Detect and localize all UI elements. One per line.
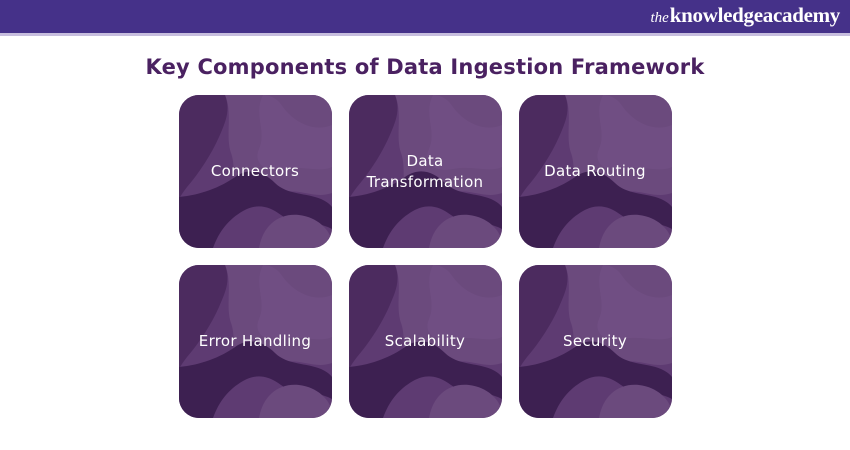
card-label: Scalability bbox=[384, 332, 466, 351]
page-title: Key Components of Data Ingestion Framewo… bbox=[145, 55, 705, 79]
card-label: Data Transformation bbox=[366, 152, 484, 191]
card-label: Error Handling bbox=[198, 332, 312, 351]
cards-grid: Connectors Data Transformation Data Rout… bbox=[178, 95, 672, 418]
card-connectors: Connectors bbox=[178, 95, 332, 248]
header-bar: the knowledgeacademy bbox=[0, 0, 850, 36]
card-label: Connectors bbox=[210, 162, 300, 181]
brand-logo-the: the bbox=[650, 10, 669, 26]
card-data-routing: Data Routing bbox=[518, 95, 672, 248]
card-label: Security bbox=[563, 332, 627, 351]
card-scalability: Scalability bbox=[348, 265, 502, 418]
card-security: Security bbox=[518, 265, 672, 418]
brand-logo-name: knowledgeacademy bbox=[669, 3, 841, 27]
card-error-handling: Error Handling bbox=[178, 265, 332, 418]
card-label: Data Routing bbox=[544, 162, 646, 181]
brand-logo: the knowledgeacademy bbox=[650, 5, 840, 26]
card-data-transformation: Data Transformation bbox=[348, 95, 502, 248]
